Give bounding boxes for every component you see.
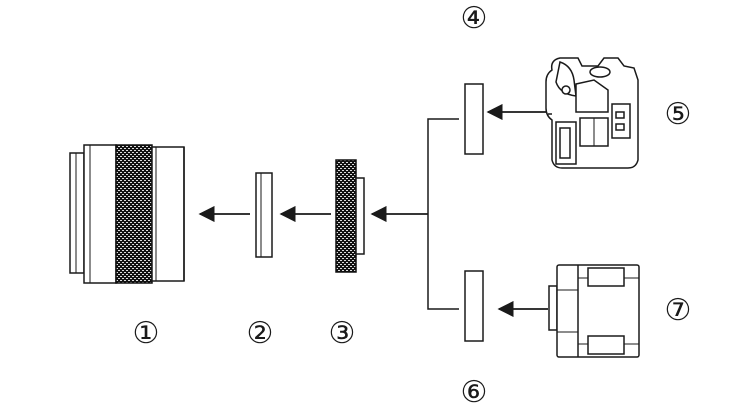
compact-camera	[548, 264, 640, 358]
adapter-small	[255, 172, 273, 258]
adapter-ring	[335, 159, 365, 273]
mount-bottom	[464, 270, 484, 342]
mount-top	[464, 83, 484, 155]
label-adapter-small: ②	[246, 316, 274, 351]
label-camera-dslr: ⑤	[664, 97, 692, 132]
label-mount-bottom: ⑥	[460, 375, 488, 410]
dslr-camera	[545, 57, 639, 169]
lens-body	[69, 144, 185, 284]
label-lens: ①	[132, 316, 160, 351]
label-mount-top: ④	[460, 1, 488, 36]
label-camera-compact: ⑦	[664, 293, 692, 328]
branch-connector	[427, 118, 459, 310]
label-adapter-ring: ③	[328, 316, 356, 351]
